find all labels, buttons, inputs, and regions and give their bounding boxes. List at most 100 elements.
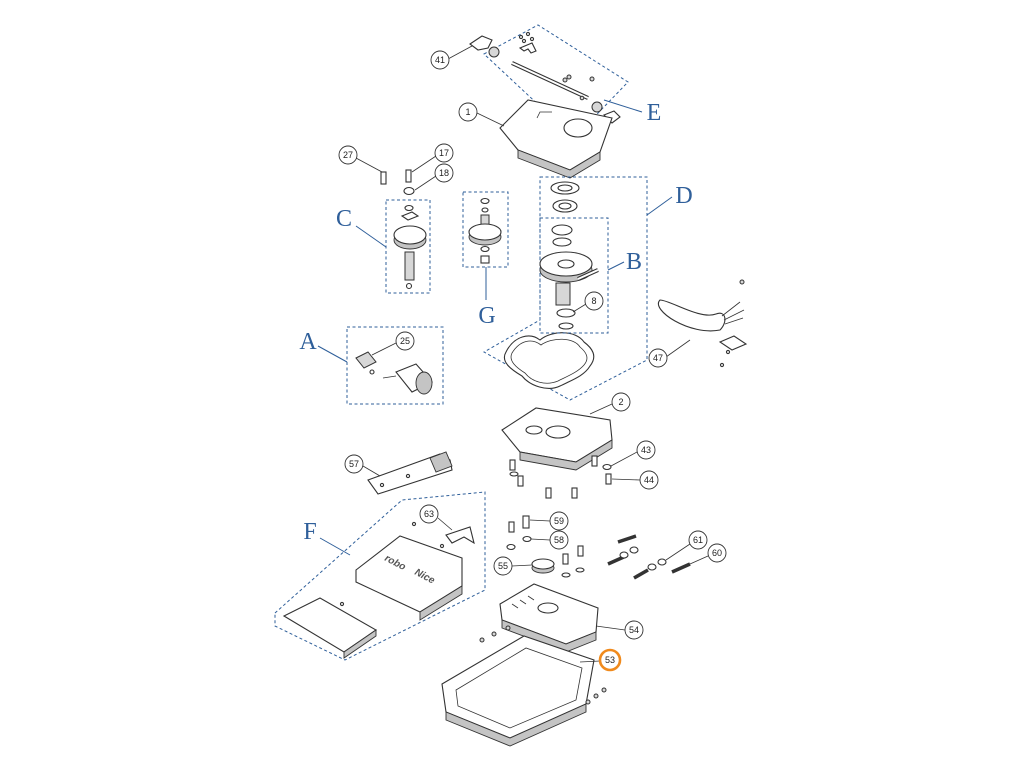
leader-line [572, 303, 587, 313]
highlighted-callout-ring [598, 648, 622, 672]
screw-part [380, 171, 387, 185]
leader-line [511, 564, 533, 567]
part-number-17: 17 [439, 148, 449, 158]
screw-part [562, 553, 569, 565]
washer-hole [558, 202, 572, 210]
nut-part [403, 186, 415, 196]
ring-part [552, 237, 572, 247]
group-b: B 8 [539, 217, 642, 334]
group-e: E [483, 24, 661, 139]
pin-part [369, 369, 375, 375]
part-number-60: 60 [712, 548, 722, 558]
motor-shaft [382, 375, 397, 379]
part-number-59: 59 [554, 516, 564, 526]
callout-circle [584, 291, 604, 311]
lower-housing-recess [545, 425, 571, 439]
group-a-label: A [299, 329, 317, 355]
bushing-part [481, 207, 489, 213]
screw-part [509, 459, 516, 471]
side-cover-side [343, 629, 377, 659]
part-number-41: 41 [435, 55, 445, 65]
lower-housing-recess [525, 425, 543, 435]
part-17: 17 [405, 143, 454, 183]
screw-part [405, 169, 412, 183]
leader-line [665, 543, 691, 561]
callout-circle [338, 145, 358, 165]
leader-line [476, 112, 505, 127]
screw-part [518, 34, 524, 40]
part-1: 1 [458, 99, 613, 179]
part-61: 61 [607, 530, 708, 580]
grommet-part [531, 558, 555, 570]
group-b-outline [539, 217, 609, 334]
screw-part [517, 475, 524, 487]
lower-housing-side [519, 439, 613, 471]
leader-line [589, 403, 613, 415]
shaft-highlight [511, 62, 589, 99]
group-f: F robo Nice 63 [274, 491, 486, 661]
pin-part [633, 568, 649, 580]
leader-line [530, 538, 551, 541]
bracket-hole [405, 473, 411, 479]
screw-part [529, 36, 535, 42]
screw-part [577, 545, 584, 557]
board-frame-ribs [511, 595, 535, 609]
leader-line [529, 519, 551, 522]
callout-circle [434, 163, 454, 183]
group-c-label: C [336, 206, 352, 232]
group-e-leader [603, 99, 643, 113]
screw-part [479, 637, 485, 643]
part-number-44: 44 [644, 475, 654, 485]
cable-loop-part [657, 299, 726, 332]
part-number-18: 18 [439, 168, 449, 178]
base-tray-side [445, 703, 587, 747]
part-41: 41 [430, 35, 493, 70]
screw-part [439, 543, 445, 549]
pin-highlight [577, 269, 599, 280]
screw-part [339, 601, 345, 607]
part-53: 53 [441, 625, 622, 747]
screw-part [505, 625, 511, 631]
washer-part [575, 567, 585, 573]
leader-line [610, 451, 638, 467]
part-44: 44 [605, 470, 659, 490]
callout-circle [434, 143, 454, 163]
leader-line [371, 342, 397, 356]
worm-screw-part [355, 351, 377, 369]
screw-part [566, 74, 572, 80]
screw-part [593, 693, 599, 699]
callout-circle [624, 620, 644, 640]
worm-shaft-part [404, 251, 415, 281]
callout-circle [688, 530, 708, 550]
group-a-leader [317, 345, 348, 363]
screw-part [562, 77, 568, 83]
leader-line [689, 555, 709, 565]
screw-part [521, 38, 527, 44]
part-number-27: 27 [343, 150, 353, 160]
group-d-label: D [675, 183, 692, 209]
part-58: 58 [506, 530, 569, 551]
cable-wires [721, 301, 745, 325]
callout-circle [707, 543, 727, 563]
callout-circle [493, 556, 513, 576]
group-g-label: G [478, 303, 495, 329]
leader-line [595, 625, 626, 631]
part-number-63: 63 [424, 509, 434, 519]
part-2: 2 [501, 392, 631, 471]
group-f-label: F [303, 519, 316, 545]
callout-circle [549, 530, 569, 550]
bearing-part [556, 308, 576, 318]
pin-part [617, 534, 637, 544]
group-g: G [462, 191, 509, 329]
bearing-part [488, 46, 500, 58]
washer-part [480, 245, 490, 253]
bracket-tab [429, 451, 453, 473]
spring-clip-part [400, 211, 420, 221]
bushing-part [480, 255, 490, 264]
group-a: A 25 [299, 326, 444, 405]
bracket-part [518, 42, 537, 54]
shaft-end-part [405, 282, 413, 290]
main-gear-hub [557, 259, 575, 269]
screw-part [725, 349, 731, 355]
leader-line [579, 660, 601, 663]
